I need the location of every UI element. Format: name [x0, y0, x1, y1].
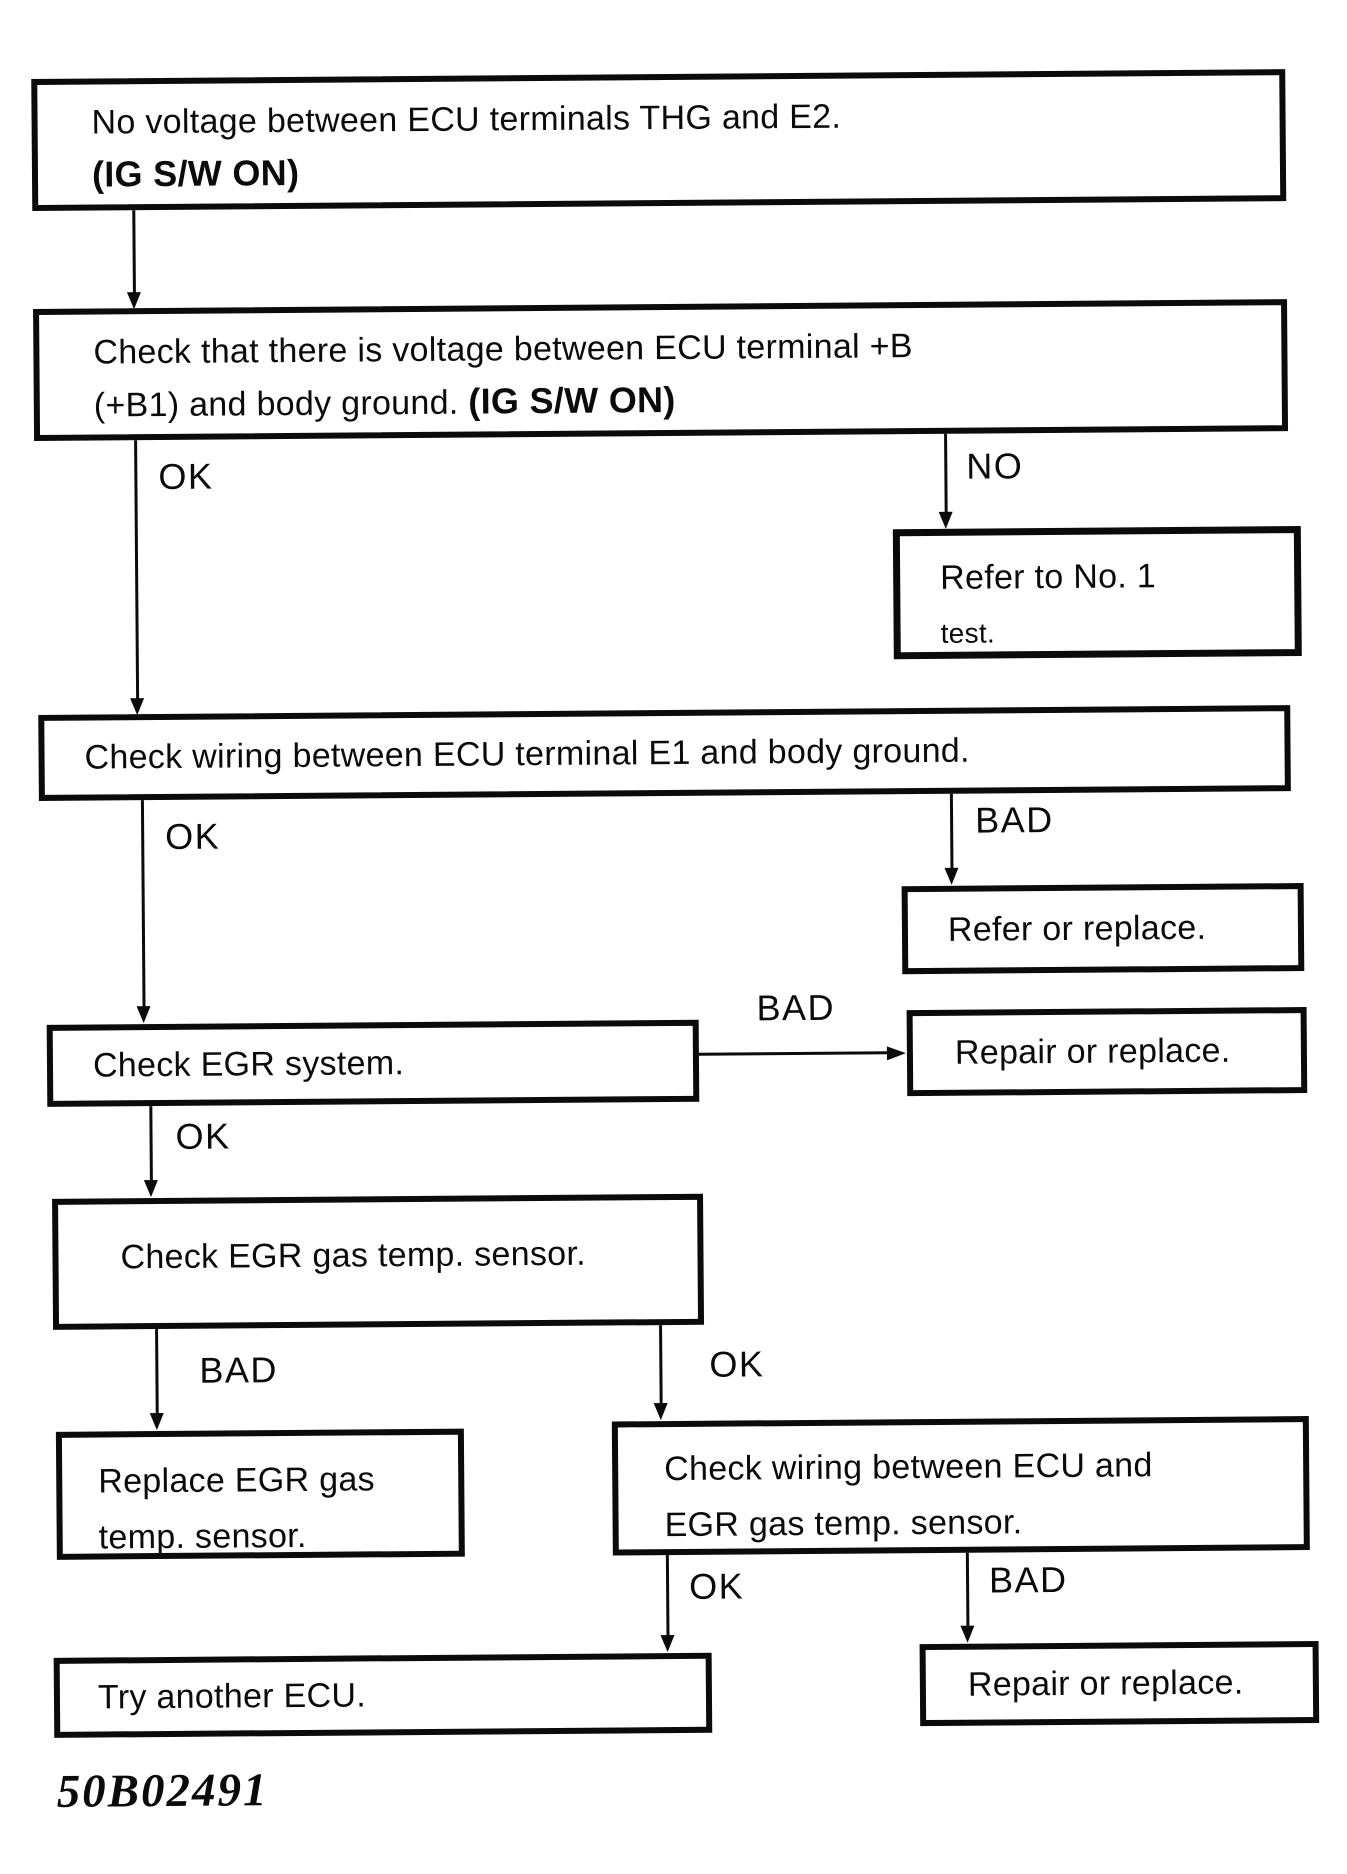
- node-replace-egr-sensor-line1: Replace EGR gas: [98, 1460, 376, 1501]
- node-refer-no1-line1: Refer to No. 1: [940, 557, 1157, 597]
- node-repair-or-replace-mid: Repair or replace.: [906, 1007, 1308, 1097]
- arrowhead-down-icon: [149, 1413, 164, 1431]
- node-refer-or-replace: Refer or replace.: [901, 883, 1305, 975]
- connector-wiring-e1-ok: [140, 800, 146, 1011]
- arrowhead-down-icon: [130, 698, 145, 716]
- node-refer-no1-line2: test.: [940, 617, 996, 649]
- node-repair-or-replace-bottom: Repair or replace.: [919, 1640, 1320, 1727]
- connector-wiring-sensor-ok: [665, 1555, 670, 1640]
- node-check-voltage-line2-plain: (+B1) and body ground.: [93, 383, 469, 425]
- arrowhead-down-icon: [944, 867, 959, 885]
- edge-label-no: NO: [966, 445, 1024, 487]
- node-repair-or-replace-bottom-text: Repair or replace.: [967, 1663, 1244, 1704]
- node-refer-or-replace-text: Refer or replace.: [947, 908, 1207, 949]
- connector-check-voltage-ok: [134, 440, 140, 703]
- node-replace-egr-sensor-line2: temp. sensor.: [98, 1516, 307, 1557]
- edge-label-bad-4: BAD: [988, 1558, 1068, 1601]
- edge-label-bad-2: BAD: [756, 986, 836, 1029]
- edge-label-bad-1: BAD: [974, 799, 1054, 841]
- arrowhead-down-icon: [653, 1403, 668, 1421]
- node-check-egr-system: Check EGR system.: [46, 1019, 700, 1107]
- edge-label-ok-1: OK: [158, 455, 214, 498]
- node-start: No voltage between ECU terminals THG and…: [31, 69, 1287, 212]
- node-check-voltage-line1: Check that there is voltage between ECU …: [93, 327, 913, 372]
- arrowhead-down-icon: [126, 292, 142, 310]
- node-check-egr-system-text: Check EGR system.: [92, 1044, 405, 1085]
- arrowhead-down-icon: [660, 1635, 675, 1653]
- connector-egr-system-bad: [698, 1051, 889, 1056]
- figure-code: 50B02491: [56, 1764, 269, 1818]
- connector-egr-sensor-bad: [155, 1329, 159, 1418]
- edge-label-ok-4: OK: [709, 1343, 765, 1385]
- node-replace-egr-sensor: Replace EGR gas temp. sensor.: [55, 1428, 465, 1560]
- arrowhead-down-icon: [960, 1625, 975, 1643]
- connector-start-down: [132, 210, 136, 297]
- node-check-wiring-e1-text: Check wiring between ECU terminal E1 and…: [84, 731, 970, 777]
- edge-label-ok-3: OK: [175, 1115, 231, 1157]
- connector-wiring-sensor-bad: [965, 1552, 970, 1630]
- node-check-wiring-ecu-sensor-line2: EGR gas temp. sensor.: [664, 1503, 1023, 1545]
- edge-label-ok-5: OK: [688, 1565, 745, 1607]
- node-try-another-ecu: Try another ECU.: [53, 1652, 713, 1738]
- node-refer-no1-test: Refer to No. 1 test.: [892, 526, 1302, 660]
- node-check-egr-sensor: Check EGR gas temp. sensor.: [52, 1193, 705, 1330]
- node-check-wiring-e1: Check wiring between ECU terminal E1 and…: [38, 705, 1291, 801]
- node-start-line1: No voltage between ECU terminals THG and…: [91, 97, 842, 142]
- node-check-egr-sensor-text: Check EGR gas temp. sensor.: [120, 1234, 587, 1276]
- arrowhead-down-icon: [143, 1180, 159, 1198]
- connector-wiring-e1-bad: [949, 793, 954, 872]
- connector-egr-system-ok: [149, 1106, 153, 1185]
- node-start-line2: (IG S/W ON): [91, 151, 300, 195]
- connector-egr-sensor-ok: [659, 1325, 663, 1408]
- node-check-voltage-line2-bold: (IG S/W ON): [468, 378, 676, 422]
- connector-check-voltage-no: [944, 433, 948, 516]
- edge-label-bad-3: BAD: [199, 1349, 279, 1391]
- arrowhead-down-icon: [938, 511, 953, 529]
- arrowhead-down-icon: [136, 1006, 151, 1024]
- arrowhead-right-icon: [886, 1046, 906, 1061]
- node-check-wiring-ecu-sensor: Check wiring between ECU and EGR gas tem…: [611, 1416, 1310, 1556]
- edge-label-ok-2: OK: [165, 815, 221, 857]
- node-check-voltage: Check that there is voltage between ECU …: [33, 299, 1289, 442]
- node-check-wiring-ecu-sensor-line1: Check wiring between ECU and: [664, 1446, 1153, 1489]
- node-check-voltage-line2: (+B1) and body ground. (IG S/W ON): [94, 369, 1262, 431]
- node-repair-or-replace-mid-text: Repair or replace.: [954, 1031, 1231, 1072]
- node-try-another-ecu-text: Try another ECU.: [97, 1676, 367, 1717]
